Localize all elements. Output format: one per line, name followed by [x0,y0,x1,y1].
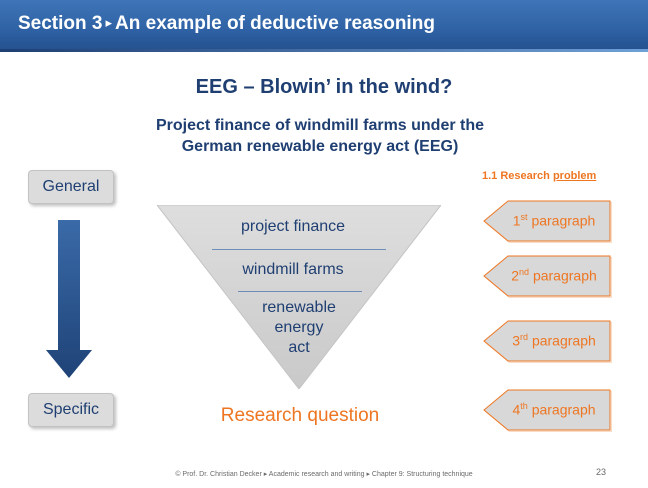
paragraph-label: 2nd paragraph [511,267,597,284]
funnel-level-project-finance: project finance [240,218,346,235]
funnel-triangle [157,205,441,389]
research-question-label: Research question [220,405,380,426]
funnel-level-renewable-energy-act: renewable energy act [240,298,358,358]
left-arrow-icon [483,200,612,243]
page-number: 23 [596,467,607,477]
research-problem-emphasis: problem [552,170,597,182]
paragraph-label: 3rd paragraph [512,332,596,349]
paragraph-arrow: 3rd paragraph [482,318,612,364]
breadcrumb-separator: ▸ [105,15,113,30]
header-bar: Section 3▸An example of deductive reason… [0,0,648,52]
funnel-level3-line: energy [274,319,324,336]
funnel-level-windmill-farms: windmill farms [242,261,344,278]
research-problem-heading: 1.1 Research problem [482,170,596,182]
paragraph-label: 1st paragraph [512,212,596,229]
footer-text: © Prof. Dr. Christian Decker ▸ Academic … [175,471,473,478]
section-title: An example of deductive reasoning [115,13,435,34]
paragraph-arrow: 4th paragraph [482,387,612,433]
section-label: Section 3 [18,13,103,34]
funnel-level3-line: renewable [262,299,336,316]
slide-subtitle: Project finance of windmill farms under … [100,115,540,157]
left-arrow-icon [483,389,612,432]
left-arrow-icon [483,320,612,363]
left-arrow-icon [483,255,612,298]
subtitle-line-2: German renewable energy act (EEG) [181,138,459,155]
general-box: General [28,170,114,204]
subtitle-line-1: Project finance of windmill farms under … [155,117,485,134]
funnel-divider [212,249,386,250]
header-title: Section 3▸An example of deductive reason… [18,13,435,35]
specific-box: Specific [28,393,114,427]
slide-title: EEG – Blowin’ in the wind? [195,76,453,98]
research-problem-prefix: 1.1 Research [482,170,553,182]
paragraph-arrow: 1st paragraph [482,198,612,244]
funnel-level3-line: act [288,339,310,356]
paragraph-label: 4th paragraph [512,401,596,418]
funnel-divider [238,291,362,292]
paragraph-arrow: 2nd paragraph [482,253,612,299]
down-arrow-icon [46,220,92,378]
